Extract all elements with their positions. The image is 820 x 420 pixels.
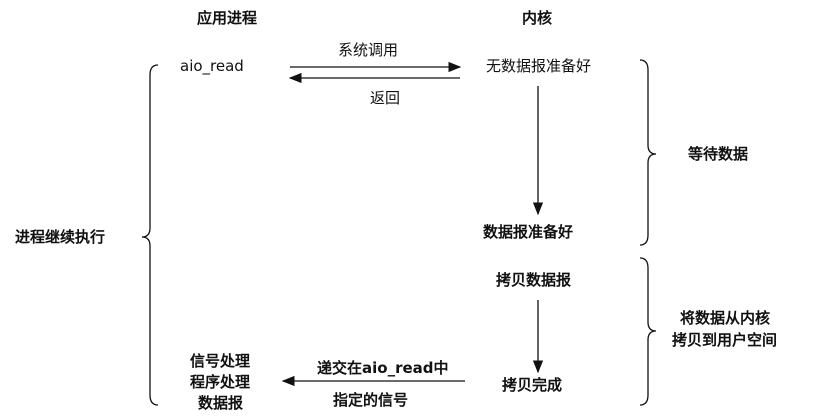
process-continues-label: 进程继续执行 [15,228,106,246]
copy-label-1: 将数据从内核 [680,309,771,327]
deliver-label-1: 递交在aio_read中 [317,359,449,377]
state-copy: 拷贝数据报 [496,271,572,289]
copy-brace [639,257,657,406]
handler-line-2: 程序处理 [190,373,251,391]
wait-brace [639,59,657,246]
handler-line-3: 数据报 [198,394,244,412]
left-brace [141,64,159,406]
header-app-process: 应用进程 [197,9,258,27]
return-label: 返回 [370,89,401,107]
copy-label-2: 拷贝到用户空间 [672,331,778,349]
header-kernel: 内核 [522,9,553,27]
syscall-label: 系统调用 [338,41,399,59]
state-ready: 数据报准备好 [483,223,574,241]
state-not-ready: 无数据报准备好 [486,57,592,75]
state-copy-done: 拷贝完成 [502,376,563,394]
wait-data-label: 等待数据 [688,145,749,163]
aio-read-call: aio_read [180,57,244,75]
deliver-label-2: 指定的信号 [333,391,409,409]
handler-line-1: 信号处理 [190,352,251,370]
